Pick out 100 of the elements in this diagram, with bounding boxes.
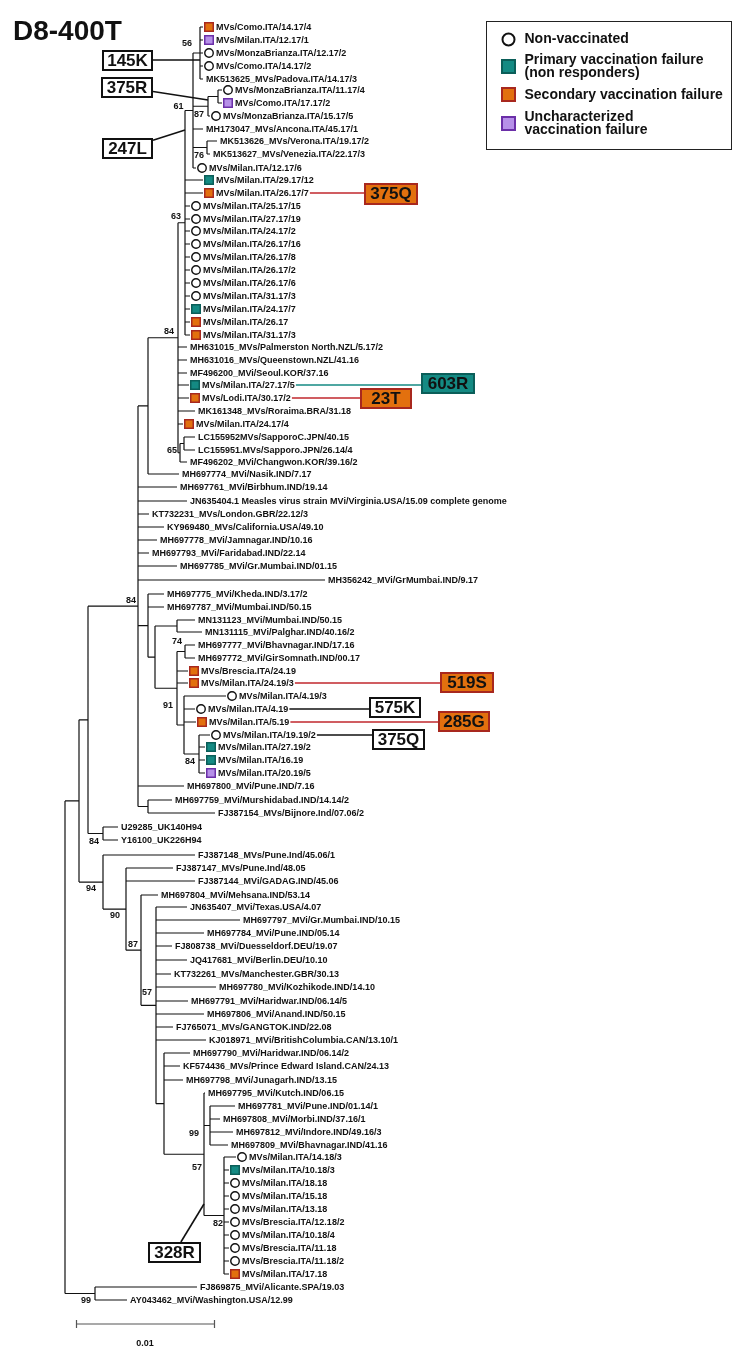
taxon-label: MH697808_MVi/Morbi.IND/37.16/1 [223, 1114, 366, 1124]
taxon-label: FJ387154_MVs/Bijnore.Ind/07.06/2 [218, 808, 365, 818]
mutation-callout: 519S [440, 672, 494, 693]
taxon-label: MH697798_MVi/Junagarh.IND/13.15 [186, 1075, 337, 1085]
mutation-callout: 375Q [372, 729, 425, 750]
taxon-label: MVs/Brescia.ITA/11.18/2 [242, 1256, 344, 1266]
taxon-label: MVs/Milan.ITA/16.19 [218, 755, 304, 765]
taxon-label: MH631015_MVs/Palmerston North.NZL/5.17/2 [190, 342, 384, 352]
bootstrap-value: 87 [194, 109, 204, 119]
leader-line [288, 708, 370, 710]
taxon-label: Y16100_UK226H94 [121, 835, 202, 845]
taxon-label: MVs/Lodi.ITA/30.17/2 [202, 393, 291, 403]
taxon-label: MVs/Como.ITA/14.17/2 [216, 61, 312, 71]
taxon-label: MVs/Milan.ITA/14.18/3 [249, 1152, 342, 1162]
taxon-label: MH697781_MVi/Pune.IND/01.14/1 [238, 1101, 378, 1111]
bootstrap-value: 61 [173, 101, 184, 111]
taxon-label: MH697790_MVi/Haridwar.IND/06.14/2 [193, 1048, 349, 1058]
taxon-label: MH697780_MVi/Kozhikode.IND/14.10 [219, 982, 375, 992]
taxon-label: FJ765071_MVs/GANGTOK.IND/22.08 [176, 1022, 332, 1032]
taxon-label: MH697787_MVi/Mumbai.IND/50.15 [167, 602, 312, 612]
taxon-label: MVs/Milan.ITA/18.18 [242, 1178, 328, 1188]
leader-line [152, 90, 209, 101]
taxon-label: FJ387147_MVs/Pune.Ind/48.05 [176, 863, 306, 873]
taxon-label: MVs/Milan.ITA/26.17/8 [203, 252, 296, 262]
mutation-callout: 23T [360, 388, 412, 409]
taxon-label: MH697759_MVi/Murshidabad.IND/14.14/2 [175, 795, 349, 805]
legend-label: Primary vaccination failure (non responders) [524, 52, 705, 80]
mutation-callout: 247L [102, 138, 153, 159]
taxon-label: MH356242_MVi/GrMumbai.IND/9.17 [328, 575, 478, 585]
taxon-label: MVs/Milan.ITA/4.19 [208, 704, 289, 714]
taxon-label: FJ387148_MVs/Pune.Ind/45.06/1 [198, 850, 336, 860]
taxon-label: MK513626_MVs/Verona.ITA/19.17/2 [220, 136, 369, 146]
legend-label: Non-vaccinated [524, 32, 630, 46]
taxon-label: MVs/Milan.ITA/12.17/1 [216, 35, 309, 45]
bootstrap-value: 82 [213, 1218, 223, 1228]
taxon-label: MK513627_MVs/Venezia.ITA/22.17/3 [213, 149, 365, 159]
legend-label: Uncharacterized vaccination failure [524, 109, 649, 137]
bootstrap-value: 84 [185, 756, 195, 766]
taxon-label: MH697774_MVi/Nasik.IND/7.17 [182, 469, 312, 479]
taxon-label: MVs/Como.ITA/17.17/2 [235, 98, 331, 108]
mutation-callout: 603R [421, 373, 475, 394]
taxon-label: MH697775_MVi/Kheda.IND/3.17/2 [167, 589, 308, 599]
taxon-label: JN635404.1 Measles virus strain MVi/Virginia.USA/15.09 complete genome [190, 496, 507, 506]
taxon-label: MH173047_MVs/Ancona.ITA/45.17/1 [206, 124, 358, 134]
diagram-title: D8-400T [13, 16, 122, 46]
taxon-label: MVs/Milan.ITA/31.17/3 [203, 291, 296, 301]
bootstrap-value: 90 [110, 910, 120, 920]
taxon-label: MVs/Milan.ITA/29.17/12 [216, 175, 314, 185]
taxon-label: MVs/Milan.ITA/5.19 [209, 717, 290, 727]
leader-line [289, 721, 439, 723]
mutation-callout: 575K [369, 697, 421, 718]
leader-line [152, 129, 186, 142]
bootstrap-value: 76 [194, 150, 204, 160]
taxon-label: MVs/Milan.ITA/24.17/4 [196, 419, 289, 429]
bootstrap-value: 57 [142, 987, 152, 997]
taxon-label: KJ018971_MVi/BritishColumbia.CAN/13.10/1 [209, 1035, 398, 1045]
leader-line [294, 682, 441, 684]
bootstrap-value: 99 [189, 1128, 199, 1138]
taxon-label: MVs/Milan.ITA/27.17/19 [203, 214, 301, 224]
taxon-label: MVs/Como.ITA/14.17/4 [216, 22, 312, 32]
bootstrap-value: 84 [126, 595, 136, 605]
taxon-label: MVs/Milan.ITA/26.17/7 [216, 188, 309, 198]
taxon-label: JN635407_MVi/Texas.USA/4.07 [190, 902, 322, 912]
taxon-label: MH697778_MVi/Jamnagar.IND/10.16 [160, 535, 313, 545]
legend-label: Secondary vaccination failure [524, 87, 724, 101]
taxon-label: MVs/Milan.ITA/26.17/16 [203, 239, 301, 249]
bootstrap-value: 63 [171, 211, 181, 221]
taxon-label: MVs/Milan.ITA/13.18 [242, 1204, 328, 1214]
bootstrap-value: 57 [192, 1162, 202, 1172]
taxon-label: MH697806_MVi/Anand.IND/50.15 [207, 1009, 346, 1019]
taxon-label: KT732231_MVs/London.GBR/22.12/3 [152, 509, 309, 519]
bootstrap-value: 91 [163, 700, 173, 710]
taxon-label: MH697804_MVi/Mehsana.IND/53.14 [161, 890, 310, 900]
taxon-label: MVs/Brescia.ITA/24.19 [201, 666, 296, 676]
bootstrap-value: 94 [86, 883, 96, 893]
taxon-label: JQ417681_MVi/Berlin.DEU/10.10 [190, 955, 328, 965]
taxon-label: MH697791_MVi/Haridwar.IND/06.14/5 [191, 996, 347, 1006]
bootstrap-value: 87 [128, 939, 138, 949]
bootstrap-value: 84 [89, 836, 99, 846]
taxon-label: U29285_UK140H94 [121, 822, 203, 832]
taxon-label: MVs/Milan.ITA/26.17/2 [203, 265, 296, 275]
taxon-label: MVs/Brescia.ITA/11.18 [242, 1243, 337, 1253]
taxon-label: MF496200_MVi/Seoul.KOR/37.16 [190, 368, 329, 378]
leader-line [152, 59, 201, 61]
taxon-label: MH697809_MVi/Bhavnagar.IND/41.16 [231, 1140, 388, 1150]
taxon-label: MH697812_MVi/Indore.IND/49.16/3 [236, 1127, 382, 1137]
taxon-label: MVs/Milan.ITA/10.18/4 [242, 1230, 335, 1240]
taxon-label: MVs/MonzaBrianza.ITA/12.17/2 [216, 48, 347, 58]
bootstrap-value: 99 [81, 1295, 91, 1305]
taxon-label: MVs/Milan.ITA/15.18 [242, 1191, 328, 1201]
taxon-label: MVs/MonzaBrianza.ITA/11.17/4 [235, 85, 365, 95]
taxon-label: KT732261_MVs/Manchester.GBR/30.13 [174, 969, 340, 979]
taxon-label: MVs/Milan.ITA/19.19/2 [223, 730, 316, 740]
taxon-label: MH697761_MVi/Birbhum.IND/19.14 [180, 482, 328, 492]
taxon-label: MVs/Milan.ITA/10.18/3 [242, 1165, 335, 1175]
taxon-label: FJ387144_MVi/GADAG.IND/45.06 [198, 876, 339, 886]
mutation-callout: 285G [438, 711, 490, 732]
taxon-label: MVs/Milan.ITA/26.17/6 [203, 278, 296, 288]
taxon-label: MK513625_MVs/Padova.ITA/14.17/3 [206, 74, 357, 84]
mutation-callout: 328R [148, 1242, 201, 1263]
